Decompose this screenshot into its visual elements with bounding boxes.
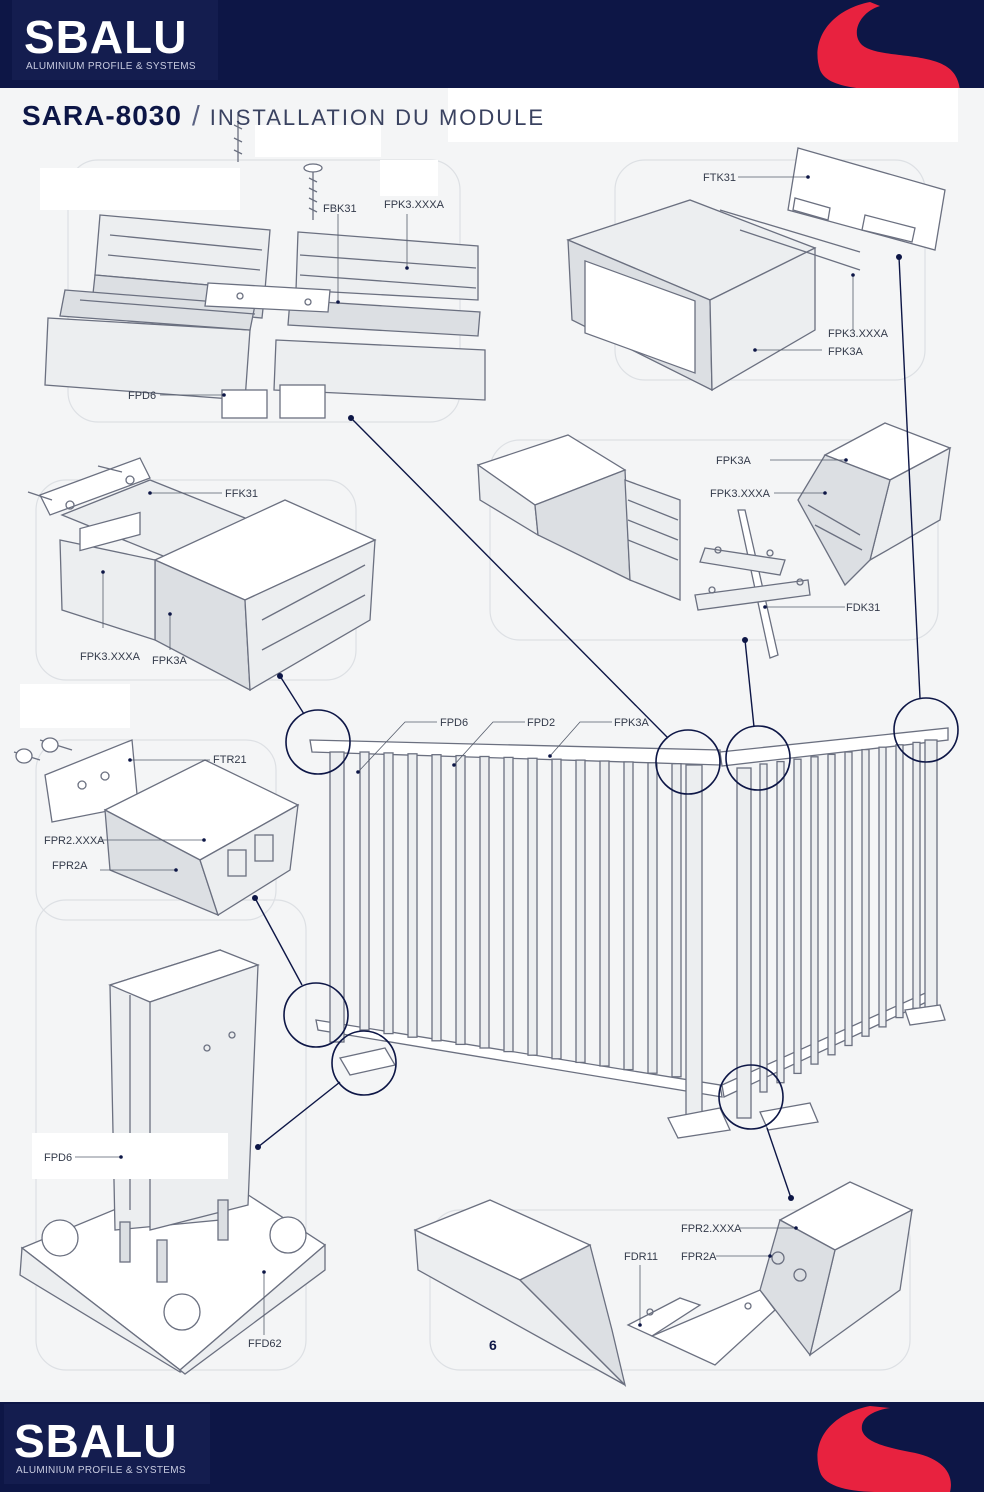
label-ftr21: FTR21: [213, 754, 247, 766]
label-fdr11: FDR11: [624, 1251, 658, 1263]
baluster: [895, 744, 904, 1019]
page-title: SARA-8030 / INSTALLATION DU MODULE: [22, 100, 545, 132]
label-fpk3a-wall: FPK3A: [152, 655, 188, 667]
label-fpk3a-endcap: FPK3A: [828, 346, 864, 358]
baluster: [861, 748, 870, 1037]
label-fpk3a-rail: FPK3A: [614, 717, 650, 729]
label-fpd6-rail: FPD6: [440, 717, 468, 729]
rail-joint-detail: [44, 112, 486, 419]
baluster: [359, 751, 370, 1031]
page-number: 6: [489, 1337, 497, 1353]
railing-assembly: [309, 721, 949, 1139]
bottom-corner-detail: [413, 1181, 914, 1388]
corner-detail: [476, 422, 952, 659]
label-fpk3xxxa-wall: FPK3.XXXA: [80, 651, 141, 663]
page-subtitle: INSTALLATION DU MODULE: [209, 105, 546, 130]
label-ffd62: FFD62: [248, 1338, 282, 1350]
baluster: [527, 757, 538, 1056]
header-band: SBALU ALUMINIUM PROFILE & SYSTEMS: [0, 0, 984, 88]
title-separator: /: [191, 100, 200, 131]
end-cap-detail: [566, 147, 946, 392]
baluster: [647, 762, 658, 1074]
baluster: [810, 756, 819, 1065]
label-fbk31: FBK31: [323, 203, 357, 215]
brand-tagline: ALUMINIUM PROFILE & SYSTEMS: [26, 61, 196, 72]
brand-swoosh-icon: [817, 2, 960, 88]
label-fpr2a-corner: FPR2A: [681, 1251, 717, 1263]
post-base-detail: [19, 949, 327, 1375]
baluster: [551, 758, 562, 1060]
baluster: [671, 763, 682, 1078]
baluster: [431, 754, 442, 1042]
brand-logo: SBALU ALUMINIUM PROFILE & SYSTEMS: [12, 0, 218, 80]
label-fdk31: FDK31: [846, 602, 880, 614]
baluster: [503, 756, 514, 1053]
footer-brand-logo: SBALU ALUMINIUM PROFILE & SYSTEMS: [4, 1404, 210, 1484]
footer-swoosh-icon: [817, 1406, 951, 1492]
brand-name: SBALU: [24, 11, 188, 63]
label-fpd6-base: FPD6: [44, 1152, 72, 1164]
baluster: [575, 759, 586, 1064]
wall-fixing-detail: [27, 457, 377, 692]
baluster: [383, 752, 394, 1035]
label-fpd6-top: FPD6: [128, 390, 156, 402]
label-fpr2a-wall: FPR2A: [52, 860, 88, 872]
baluster: [878, 746, 887, 1028]
label-fpd2-rail: FPD2: [527, 717, 555, 729]
baluster: [776, 760, 785, 1084]
label-fpk3xxxa-corner: FPK3.XXXA: [710, 488, 771, 500]
baluster: [827, 753, 836, 1056]
baluster: [844, 751, 853, 1047]
baluster: [623, 761, 634, 1071]
model-name: SARA-8030: [22, 100, 182, 131]
label-fpr2xxxa-wall: FPR2.XXXA: [44, 835, 105, 847]
baluster: [455, 754, 466, 1046]
footer-brand-name: SBALU: [14, 1415, 178, 1467]
label-fpk3xxxa-top: FPK3.XXXA: [384, 199, 445, 211]
label-ftk31: FTK31: [703, 172, 736, 184]
label-ffk31: FFK31: [225, 488, 258, 500]
baluster: [793, 758, 802, 1075]
baluster: [599, 760, 610, 1067]
baluster: [407, 753, 418, 1038]
label-fpk3a-corner: FPK3A: [716, 455, 752, 467]
bottom-rail-wall-detail: [13, 737, 300, 917]
label-fpk3xxxa-endcap: FPK3.XXXA: [828, 328, 889, 340]
label-fpr2xxxa-corner: FPR2.XXXA: [681, 1223, 742, 1235]
baluster: [479, 755, 490, 1049]
footer-brand-tagline: ALUMINIUM PROFILE & SYSTEMS: [16, 1465, 186, 1476]
baluster: [912, 741, 921, 1009]
baluster: [759, 763, 768, 1093]
footer-band: SBALU ALUMINIUM PROFILE & SYSTEMS: [0, 1402, 984, 1492]
